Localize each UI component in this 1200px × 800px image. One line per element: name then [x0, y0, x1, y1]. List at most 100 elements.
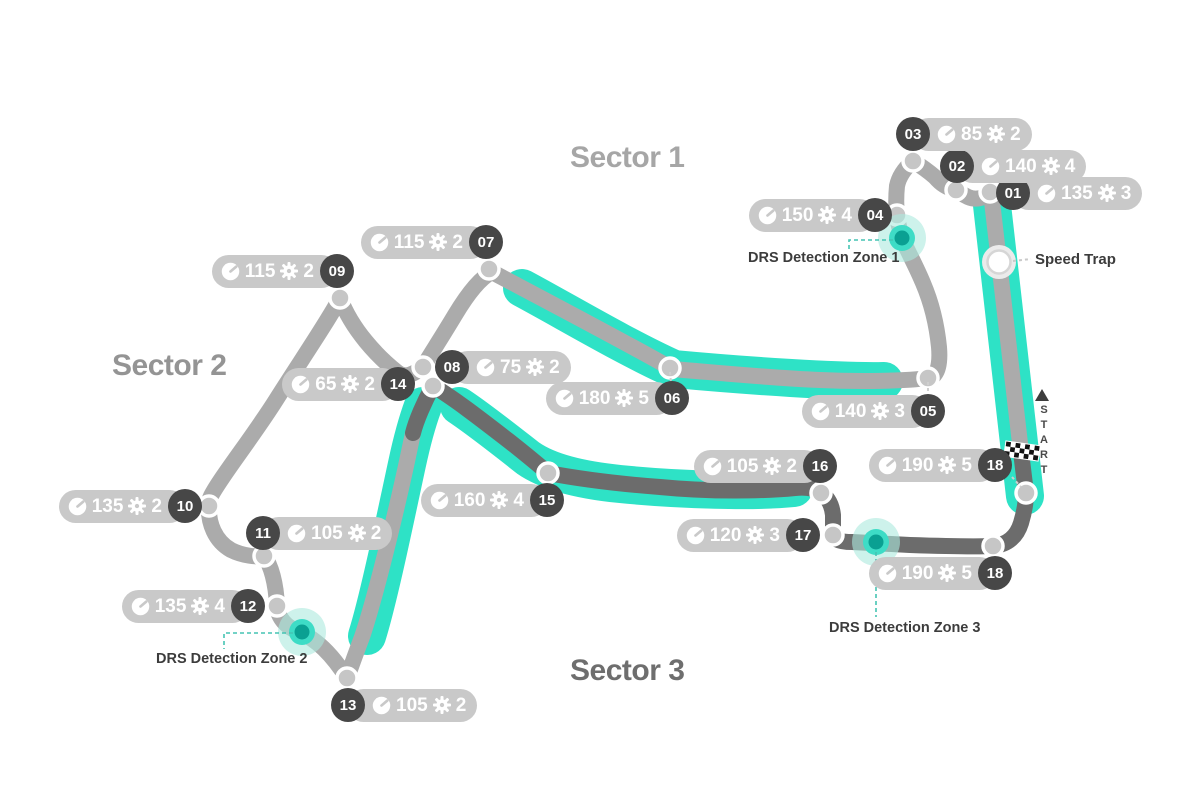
- corner-number: 15: [530, 483, 564, 517]
- corner-info-pill: 150 4: [748, 198, 876, 232]
- corner-speed: 105: [726, 455, 759, 477]
- drs-detection-marker: [278, 608, 326, 656]
- corner-gear: 4: [513, 489, 524, 511]
- speedometer-icon: [878, 564, 896, 582]
- corner-gear: 2: [364, 373, 375, 395]
- drs-detection-zone-2-label: DRS Detection Zone 2: [156, 651, 308, 667]
- corner-badge: 14 65: [282, 367, 415, 401]
- corner-speed: 140: [1005, 155, 1037, 177]
- speedometer-icon: [555, 389, 573, 407]
- speedometer-icon: [430, 491, 448, 509]
- gear-icon: [938, 564, 957, 582]
- corner-number: 09: [320, 254, 354, 288]
- corner-info-pill: 120 3: [676, 518, 804, 552]
- corner-badge: 16 105: [693, 449, 837, 483]
- gear-icon: [432, 696, 451, 714]
- corner-info-pill: 85 2: [912, 117, 1032, 151]
- corner-number: 04: [858, 198, 892, 232]
- corner-badge: 10 135: [58, 489, 202, 523]
- corner-number: 03: [896, 117, 930, 151]
- corner-badge: 18 190: [868, 556, 1012, 590]
- corner-speed: 180: [578, 387, 611, 409]
- gear-icon: [490, 491, 509, 509]
- gear-icon: [746, 526, 765, 544]
- corner-number: 17: [786, 518, 820, 552]
- corner-node: [536, 461, 560, 485]
- corner-node: [335, 666, 359, 690]
- gear-icon: [191, 597, 210, 615]
- drs2-connector: [223, 632, 293, 649]
- corner-gear: 2: [549, 356, 560, 378]
- corner-node: [981, 534, 1005, 558]
- corner-badge: 04 150: [748, 198, 892, 232]
- corner-number: 18: [978, 556, 1012, 590]
- corner-gear: 3: [769, 524, 780, 546]
- badge06-connector: [669, 371, 672, 384]
- corner-number: 06: [655, 381, 689, 415]
- corner-info-pill: 105 2: [347, 688, 478, 722]
- speedometer-icon: [1037, 184, 1056, 202]
- speedometer-icon: [292, 375, 310, 393]
- corner-speed: 140: [834, 400, 867, 422]
- corner-info-pill: 65 2: [282, 367, 399, 401]
- speedometer-icon: [131, 597, 149, 615]
- corner-badge: 09 115: [211, 254, 354, 288]
- speedometer-icon: [476, 358, 495, 376]
- drs-detection-zone-1-label: DRS Detection Zone 1: [748, 250, 900, 266]
- gear-icon: [871, 402, 890, 420]
- start-arrow-icon: [1035, 389, 1049, 401]
- corner-speed: 105: [311, 522, 343, 544]
- corner-info-pill: 105 2: [693, 449, 821, 483]
- corner-badge: 07 115: [360, 225, 503, 259]
- gear-icon: [280, 262, 299, 280]
- corner-gear: 2: [786, 455, 797, 477]
- corner-speed: 120: [709, 524, 742, 546]
- corner-info-pill: 190 5: [868, 448, 996, 482]
- speedometer-icon: [878, 456, 896, 474]
- corner-info-pill: 180 5: [545, 381, 673, 415]
- badge18-connector: [1011, 476, 1022, 488]
- corner-number: 08: [435, 350, 469, 384]
- gear-icon: [818, 206, 837, 224]
- speedometer-icon: [703, 457, 721, 475]
- start-label: START: [1038, 404, 1050, 479]
- corner-gear: 5: [961, 454, 972, 476]
- corner-gear: 4: [841, 204, 852, 226]
- corner-speed: 150: [781, 204, 814, 226]
- corner-gear: 4: [214, 595, 225, 617]
- corner-speed: 135: [91, 495, 124, 517]
- corner-node: [1014, 481, 1038, 505]
- corner-number: 10: [168, 489, 202, 523]
- corner-speed: 85: [961, 123, 983, 145]
- speedometer-icon: [811, 402, 829, 420]
- corner-node: [809, 481, 833, 505]
- corner-gear: 3: [1120, 182, 1132, 204]
- corner-info-pill: 105 2: [262, 516, 393, 550]
- corner-info-pill: 135 2: [58, 489, 186, 523]
- sector-2-label: Sector 2: [112, 349, 227, 382]
- speedometer-icon: [937, 125, 956, 143]
- gear-icon: [763, 457, 782, 475]
- corner-speed: 105: [396, 694, 428, 716]
- speedometer-icon: [68, 497, 86, 515]
- corner-speed: 135: [154, 595, 187, 617]
- gear-icon: [347, 524, 366, 542]
- corner-badge: 12 135: [121, 589, 265, 623]
- corner-node: [265, 594, 289, 618]
- corner-node: [944, 178, 968, 202]
- speedometer-icon: [221, 262, 240, 280]
- speedometer-icon: [758, 206, 776, 224]
- corner-speed: 65: [315, 373, 337, 395]
- speed-trap-label: Speed Trap: [1035, 251, 1116, 268]
- drs-detection-marker: [852, 518, 900, 566]
- corner-badge: 02 140: [940, 149, 1087, 183]
- gear-icon: [526, 358, 545, 376]
- corner-node: [477, 257, 501, 281]
- drs-detection-marker: [878, 214, 926, 262]
- corner-badge: 18 190: [868, 448, 1012, 482]
- corner-info-pill: 140 4: [956, 149, 1087, 183]
- corner-number: 13: [331, 688, 365, 722]
- speedometer-icon: [981, 157, 1000, 175]
